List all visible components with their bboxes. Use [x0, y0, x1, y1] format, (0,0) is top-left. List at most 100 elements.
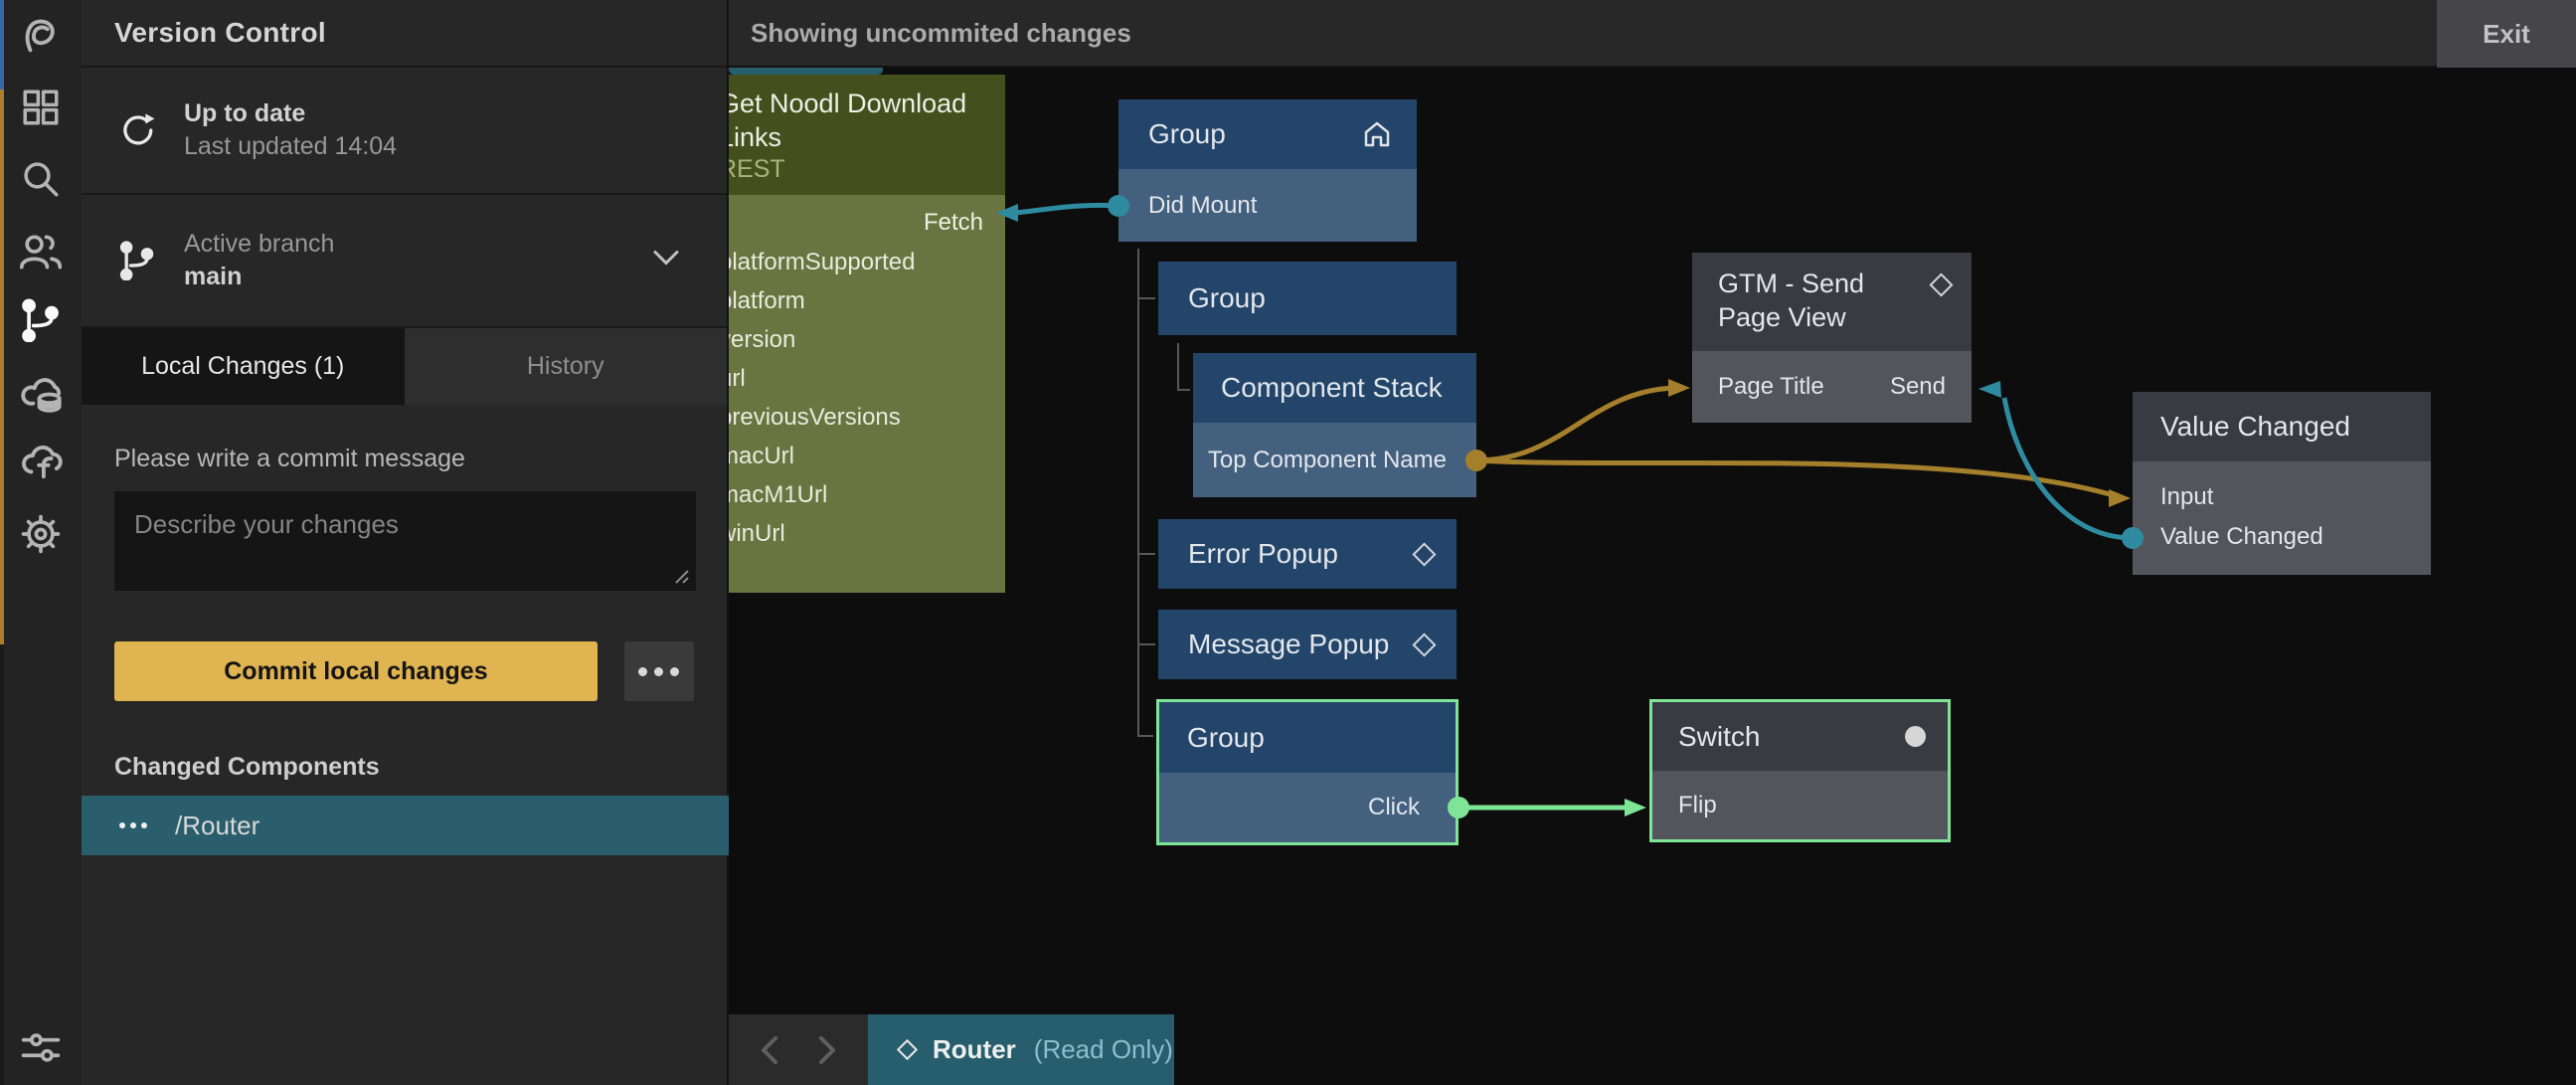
panel-title: Version Control [114, 17, 326, 48]
node-group-child[interactable]: Group [1158, 262, 1457, 335]
back-chevron-icon[interactable] [761, 1035, 778, 1065]
port-send[interactable]: Send [1889, 373, 1946, 400]
sync-status-subtitle: Last updated 14:04 [184, 132, 398, 160]
ellipsis-icon [638, 666, 648, 676]
node-gtm-send-page-view[interactable]: GTM - Send Page View Page Title Send [1692, 253, 1972, 423]
changed-component-label: /Router [175, 810, 260, 840]
component-diamond-icon [1412, 541, 1437, 567]
branch-icon [114, 238, 160, 283]
port-output[interactable]: winUrl [729, 519, 785, 547]
node-canvas[interactable]: Showing uncommited changes Exit Get Nood… [729, 0, 2576, 1085]
port-click[interactable]: Click [1368, 794, 1420, 820]
port-output[interactable]: platform [729, 286, 805, 314]
cloud-database-icon [21, 378, 62, 413]
port-fetch[interactable]: Fetch [923, 209, 983, 236]
node-header: Group [1118, 99, 1417, 169]
node-group-root[interactable]: Group Did Mount [1118, 99, 1417, 242]
port-output[interactable]: version [729, 325, 796, 353]
node-value-changed[interactable]: Value Changed Input Value Changed [2133, 392, 2431, 575]
node-header: Switch [1652, 702, 1948, 771]
node-header: Component Stack [1193, 353, 1476, 423]
node-header: Error Popup [1158, 519, 1457, 589]
port-output[interactable]: url [729, 364, 746, 392]
node-rest-header: Get Noodl Download Links REST [729, 75, 1005, 195]
node-title: Group [1187, 721, 1265, 753]
node-ports: Input Value Changed [2133, 461, 2431, 575]
node-rest-ports: Fetch platformSupported platform version… [729, 195, 1005, 593]
sidebar-item-cloud-services[interactable] [13, 366, 69, 422]
node-ports: Top Component Name [1193, 423, 1476, 497]
forward-chevron-icon[interactable] [818, 1035, 836, 1065]
sidebar-item-version-control[interactable] [13, 292, 69, 348]
sidebar-item-preferences[interactable] [13, 1019, 69, 1075]
exit-button[interactable]: Exit [2437, 0, 2576, 68]
components-grid-icon [23, 90, 59, 125]
sidebar-item-cloud-functions[interactable] [13, 432, 69, 487]
active-branch-row[interactable]: Active branch main [82, 195, 727, 328]
active-branch-name: main [184, 263, 243, 290]
refresh-icon[interactable] [114, 107, 160, 153]
commit-actions: Commit local changes [114, 641, 694, 701]
node-header: Group [1159, 702, 1456, 773]
sidebar-item-settings[interactable] [13, 506, 69, 562]
commit-message-wrap [114, 491, 696, 596]
changed-components-heading: Changed Components [114, 753, 380, 781]
sidebar-item-home[interactable] [13, 7, 69, 63]
port-output[interactable]: previousVersions [729, 403, 901, 431]
sliders-icon [21, 1033, 61, 1062]
port-page-title[interactable]: Page Title [1718, 373, 1824, 400]
state-dot-icon [1905, 726, 1926, 747]
panel-tabs: Local Changes (1) History [82, 328, 727, 405]
commit-message-input[interactable] [114, 491, 696, 591]
sidebar-item-components[interactable] [13, 80, 69, 135]
node-component-stack[interactable]: Component Stack Top Component Name [1193, 353, 1476, 497]
resize-handle-icon[interactable] [672, 567, 690, 590]
node-ports: Did Mount [1118, 169, 1417, 242]
edge-strip-gold [0, 90, 4, 644]
port-value-changed[interactable]: Value Changed [2160, 523, 2323, 550]
ellipsis-icon [119, 822, 147, 828]
port-output[interactable]: macM1Url [729, 480, 828, 508]
node-error-popup[interactable]: Error Popup [1158, 519, 1457, 589]
node-ports: Click [1159, 773, 1456, 842]
tab-local-changes[interactable]: Local Changes (1) [82, 328, 405, 405]
node-title: Error Popup [1188, 538, 1338, 569]
nav-history-block [729, 1014, 868, 1085]
node-title: Get Noodl Download Links [729, 89, 967, 152]
component-diamond-icon [1412, 632, 1437, 657]
edge-strip [0, 0, 4, 1085]
noodl-logo-icon [25, 19, 55, 53]
node-title: Group [1188, 282, 1266, 313]
node-switch[interactable]: Switch Flip [1649, 699, 1951, 842]
tab-history[interactable]: History [404, 328, 727, 405]
port-did-mount[interactable]: Did Mount [1148, 191, 1258, 219]
node-message-popup[interactable]: Message Popup [1158, 610, 1457, 679]
canvas-bottombar: Router (Read Only) [729, 1014, 1174, 1085]
sidebar-item-search[interactable] [13, 151, 69, 207]
node-title: Component Stack [1221, 372, 1443, 403]
port-top-component-name[interactable]: Top Component Name [1207, 446, 1447, 473]
edge-strip-blue [0, 0, 4, 90]
node-subtitle: REST [729, 155, 785, 183]
node-ports: Page Title Send [1692, 351, 1972, 423]
sync-status-row[interactable]: Up to date Last updated 14:04 [82, 68, 727, 195]
more-options-button[interactable] [623, 641, 694, 701]
home-icon [1364, 121, 1390, 147]
sidebar-item-collaboration[interactable] [13, 224, 69, 279]
component-tab-router[interactable]: Router (Read Only) [868, 1014, 1174, 1085]
port-output[interactable]: macUrl [729, 442, 794, 469]
search-icon [24, 162, 59, 197]
sync-status-title: Up to date [184, 99, 306, 127]
changed-component-item-router[interactable]: /Router [82, 796, 729, 855]
node-group-selected[interactable]: Group Click [1156, 699, 1459, 845]
canvas-topbar: Showing uncommited changes Exit [729, 0, 2576, 68]
chevron-down-icon[interactable] [653, 251, 679, 271]
node-title: Message Popup [1188, 629, 1390, 659]
gear-icon [21, 514, 61, 554]
commit-button[interactable]: Commit local changes [114, 641, 598, 701]
port-flip[interactable]: Flip [1678, 791, 1717, 818]
node-rest[interactable]: Get Noodl Download Links REST Fetch plat… [729, 75, 1005, 593]
node-title: Switch [1678, 720, 1761, 752]
port-output[interactable]: platformSupported [729, 248, 916, 275]
port-input[interactable]: Input [2160, 483, 2214, 510]
